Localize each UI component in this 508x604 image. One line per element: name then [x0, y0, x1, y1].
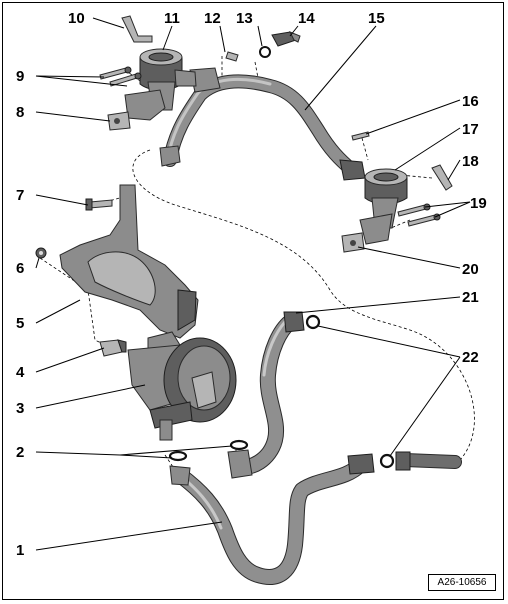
part-3-air-pump: [127, 331, 237, 441]
part-17-valve: [359, 168, 408, 245]
part-8-gasket-flange: [107, 89, 166, 131]
callout-2: 2: [16, 444, 24, 461]
part-1-lower-hose: [169, 451, 462, 585]
callout-22: 22: [462, 349, 479, 366]
callout-10: 10: [68, 10, 85, 27]
part-6-nut: [35, 247, 47, 259]
callout-11: 11: [164, 10, 180, 27]
callout-8: 8: [16, 104, 24, 121]
part-2-clamps: [168, 439, 249, 462]
reference-code-label: A26-10656: [428, 574, 496, 591]
callout-4: 4: [16, 364, 25, 381]
part-21-connecting-hose: [227, 311, 305, 479]
callout-16: 16: [462, 93, 479, 110]
callout-17: 17: [462, 121, 479, 138]
callout-1: 1: [16, 542, 24, 559]
callout-3: 3: [16, 400, 24, 417]
part-11-combi-valve: [139, 48, 197, 111]
callout-21: 21: [462, 289, 479, 306]
part-9-bolts: [99, 66, 142, 87]
callout-12: 12: [204, 10, 221, 27]
callout-15: 15: [368, 10, 385, 27]
callout-numbers: 10 11 12 13 14 15 9 8 16 17 18 7 19 6 20…: [16, 10, 487, 559]
callout-6: 6: [16, 260, 24, 277]
callout-20: 20: [462, 261, 479, 278]
part-4-connector: [99, 339, 127, 357]
diagram-frame: [2, 2, 504, 600]
callout-13: 13: [236, 10, 253, 27]
part-20-gasket: [341, 232, 365, 253]
part-12-bolt: [225, 51, 239, 62]
part-18-bracket: [431, 164, 453, 191]
part-16-bolt: [351, 131, 370, 141]
callout-9: 9: [16, 68, 24, 85]
part-10-bracket: [121, 15, 153, 43]
part-22-clamps: [305, 314, 395, 469]
part-14-connector: [271, 31, 301, 47]
callout-14: 14: [298, 10, 315, 27]
callout-18: 18: [462, 153, 479, 170]
callout-5: 5: [16, 315, 24, 332]
part-5-bracket: [59, 184, 199, 339]
callout-7: 7: [16, 187, 24, 204]
callout-19: 19: [470, 195, 487, 212]
part-13-clip: [259, 46, 271, 58]
part-7-bolt: [85, 198, 113, 211]
leader-lines: [35, 17, 471, 551]
